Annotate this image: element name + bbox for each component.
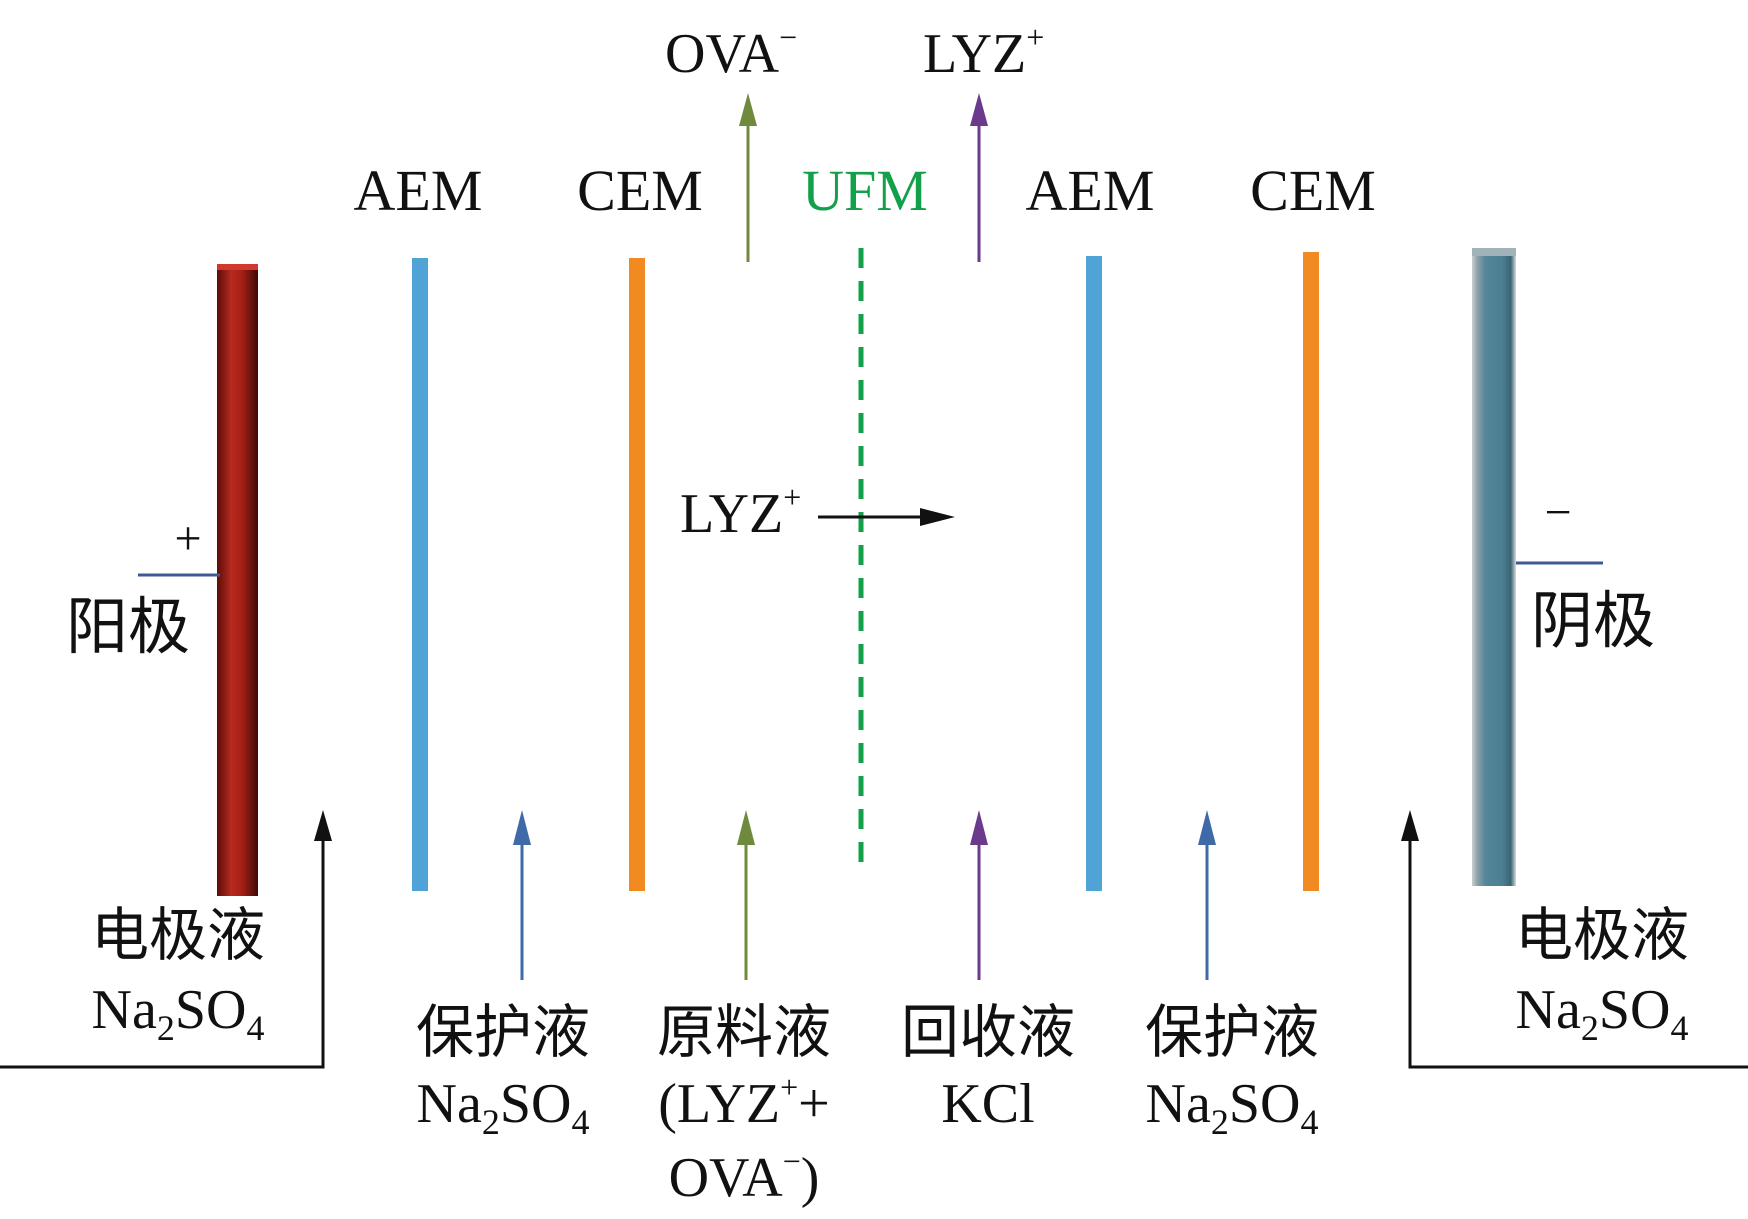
- cem-right-membrane: [1303, 252, 1319, 891]
- cathode-minus-sign: −: [1544, 486, 1571, 539]
- feed-solution-name: 原料液: [657, 1000, 831, 1065]
- protect-right-solution-name: 保护液: [1145, 1000, 1319, 1065]
- cem-left-membrane: [629, 258, 645, 891]
- electrode-right-inflow-arrow: [1401, 810, 1748, 1069]
- lyz-migration-arrow: [818, 508, 955, 526]
- ova-output-arrow: [739, 93, 757, 262]
- lyz-output-label: LYZ+: [923, 19, 1044, 85]
- recovery-solution-formula: KCl: [941, 1073, 1034, 1135]
- aem-right-membrane: [1086, 256, 1102, 891]
- protect-left-solution-formula: Na2SO4: [417, 1073, 590, 1142]
- ufm-label: UFM: [802, 158, 928, 223]
- electrode-left-inflow-arrow: [0, 810, 332, 1069]
- recovery-inflow-arrow: [970, 810, 988, 980]
- cem-right-label: CEM: [1250, 158, 1376, 223]
- protect-right-inflow-arrow: [1198, 810, 1216, 980]
- lyz-output-arrow: [970, 93, 988, 262]
- electrode-right-solution-formula: Na2SO4: [1516, 979, 1689, 1048]
- aem-left-membrane: [412, 258, 428, 891]
- electrode-left-solution-formula: Na2SO4: [92, 979, 265, 1048]
- anode-plus-sign: +: [174, 512, 201, 565]
- anode-label: 阳极: [66, 594, 190, 662]
- aem-left-label: AEM: [354, 158, 483, 223]
- protect-right-solution-formula: Na2SO4: [1146, 1073, 1319, 1142]
- aem-right-label: AEM: [1026, 158, 1155, 223]
- cathode-label: 阴极: [1531, 588, 1655, 656]
- protect-left-solution-name: 保护液: [416, 1000, 590, 1065]
- feed-solution-line2: OVA−): [669, 1143, 820, 1209]
- anode-electrode: [217, 264, 258, 896]
- feed-inflow-arrow: [737, 810, 755, 980]
- cathode-electrode: [1472, 248, 1516, 886]
- feed-solution-line1: (LYZ++: [658, 1069, 830, 1135]
- ova-output-label: OVA−: [665, 19, 797, 85]
- electrode-left-solution-name: 电极液: [91, 903, 265, 968]
- cem-left-label: CEM: [577, 158, 703, 223]
- recovery-solution-name: 回收液: [901, 1000, 1075, 1065]
- electrode-right-solution-name: 电极液: [1515, 903, 1689, 968]
- protect-left-inflow-arrow: [513, 810, 531, 980]
- lyz-migration-label: LYZ+: [680, 479, 801, 545]
